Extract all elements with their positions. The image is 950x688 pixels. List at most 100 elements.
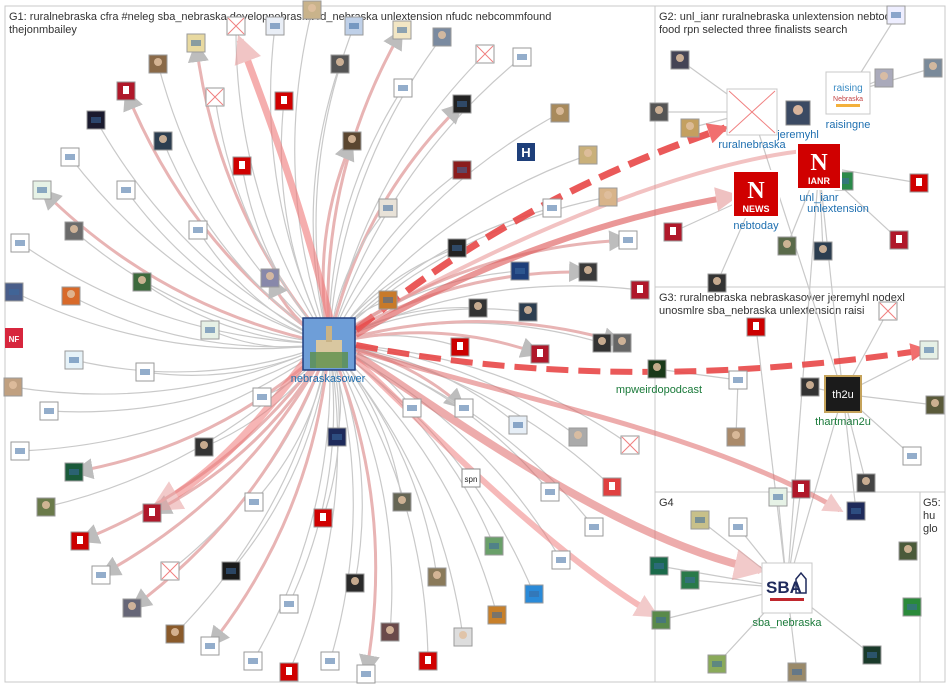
graph-node[interactable] — [65, 463, 83, 481]
graph-node[interactable] — [792, 480, 810, 498]
graph-node[interactable] — [261, 269, 279, 287]
graph-node[interactable] — [393, 21, 411, 39]
graph-node[interactable] — [187, 34, 205, 52]
graph-node[interactable] — [903, 598, 921, 616]
graph-node[interactable] — [788, 663, 806, 681]
graph-node[interactable] — [926, 396, 944, 414]
graph-node[interactable] — [280, 595, 298, 613]
graph-node[interactable] — [454, 628, 472, 646]
sba-nebraska-node[interactable]: SBA — [762, 563, 812, 613]
graph-node[interactable] — [4, 378, 22, 396]
graph-node[interactable] — [778, 237, 796, 255]
graph-node[interactable] — [328, 428, 346, 446]
thartman2u-node[interactable]: th2u — [825, 376, 861, 412]
unl-ianr-node[interactable]: N IANR — [797, 143, 841, 189]
unlextension-label[interactable]: unlextension — [807, 203, 869, 215]
graph-node[interactable] — [579, 146, 597, 164]
graph-node[interactable] — [541, 483, 559, 501]
graph-node[interactable] — [525, 585, 543, 603]
graph-node[interactable] — [201, 321, 219, 339]
graph-node[interactable] — [453, 161, 471, 179]
graph-node[interactable] — [280, 663, 298, 681]
graph-node[interactable] — [245, 493, 263, 511]
graph-node[interactable] — [428, 568, 446, 586]
graph-node[interactable] — [648, 360, 666, 378]
nebtoday-node[interactable]: N NEWS — [733, 171, 779, 217]
graph-node[interactable] — [451, 338, 469, 356]
graph-node[interactable] — [62, 287, 80, 305]
graph-node[interactable] — [117, 181, 135, 199]
graph-node[interactable] — [631, 281, 649, 299]
hub-label[interactable]: nebraskasower — [291, 373, 366, 385]
spn-node[interactable]: spn — [462, 469, 480, 487]
h-node[interactable]: H — [517, 143, 535, 161]
graph-node[interactable] — [801, 378, 819, 396]
graph-node[interactable] — [455, 399, 473, 417]
graph-node[interactable] — [154, 132, 172, 150]
graph-node[interactable] — [195, 438, 213, 456]
graph-node[interactable] — [379, 291, 397, 309]
graph-node[interactable] — [321, 652, 339, 670]
graph-node[interactable] — [314, 509, 332, 527]
jeremyhl-node[interactable] — [786, 101, 810, 125]
graph-node[interactable] — [143, 504, 161, 522]
graph-node[interactable] — [857, 474, 875, 492]
graph-node[interactable] — [222, 562, 240, 580]
graph-node[interactable] — [519, 303, 537, 321]
graph-node[interactable] — [681, 571, 699, 589]
graph-node[interactable] — [552, 551, 570, 569]
graph-node[interactable] — [511, 262, 529, 280]
graph-node[interactable] — [201, 637, 219, 655]
graph-node[interactable] — [747, 318, 765, 336]
graph-node[interactable] — [887, 6, 905, 24]
graph-node[interactable] — [619, 231, 637, 249]
sba-nebraska-label[interactable]: sba_nebraska — [752, 617, 822, 629]
graph-node[interactable] — [879, 302, 897, 320]
graph-node[interactable] — [133, 273, 151, 291]
graph-node[interactable] — [275, 92, 293, 110]
graph-node[interactable] — [910, 174, 928, 192]
graph-node[interactable] — [708, 274, 726, 292]
graph-node[interactable] — [875, 69, 893, 87]
graph-node[interactable] — [233, 157, 251, 175]
graph-node[interactable] — [87, 111, 105, 129]
graph-node[interactable] — [899, 542, 917, 560]
graph-node[interactable] — [543, 199, 561, 217]
graph-node[interactable] — [650, 557, 668, 575]
graph-node[interactable] — [681, 119, 699, 137]
graph-node[interactable] — [890, 231, 908, 249]
graph-node[interactable] — [671, 51, 689, 69]
graph-node[interactable] — [433, 28, 451, 46]
graph-node[interactable] — [266, 17, 284, 35]
graph-node[interactable] — [448, 239, 466, 257]
graph-node[interactable] — [551, 104, 569, 122]
graph-node[interactable] — [394, 79, 412, 97]
graph-node[interactable] — [488, 606, 506, 624]
graph-node[interactable] — [593, 334, 611, 352]
graph-node[interactable] — [345, 17, 363, 35]
graph-node[interactable] — [729, 371, 747, 389]
graph-node[interactable] — [65, 351, 83, 369]
graph-node[interactable] — [136, 363, 154, 381]
graph-node[interactable] — [691, 511, 709, 529]
raisingne-node[interactable]: raising Nebraska — [826, 72, 870, 114]
graph-node[interactable] — [5, 283, 23, 301]
hub-node[interactable] — [303, 318, 355, 370]
graph-node[interactable] — [419, 652, 437, 670]
graph-node[interactable] — [161, 562, 179, 580]
graph-node[interactable] — [569, 428, 587, 446]
graph-node[interactable] — [189, 221, 207, 239]
graph-node[interactable] — [863, 646, 881, 664]
graph-node[interactable] — [61, 148, 79, 166]
graph-node[interactable] — [331, 55, 349, 73]
graph-node[interactable] — [206, 88, 224, 106]
graph-node[interactable] — [485, 537, 503, 555]
raisingne-label[interactable]: raisingne — [826, 119, 871, 131]
graph-node[interactable] — [346, 574, 364, 592]
mpweirdopodcast-label[interactable]: mpweirdopodcast — [616, 384, 702, 396]
graph-node[interactable] — [166, 625, 184, 643]
graph-node[interactable] — [453, 95, 471, 113]
graph-node[interactable] — [71, 532, 89, 550]
graph-node[interactable] — [708, 655, 726, 673]
graph-node[interactable] — [476, 45, 494, 63]
